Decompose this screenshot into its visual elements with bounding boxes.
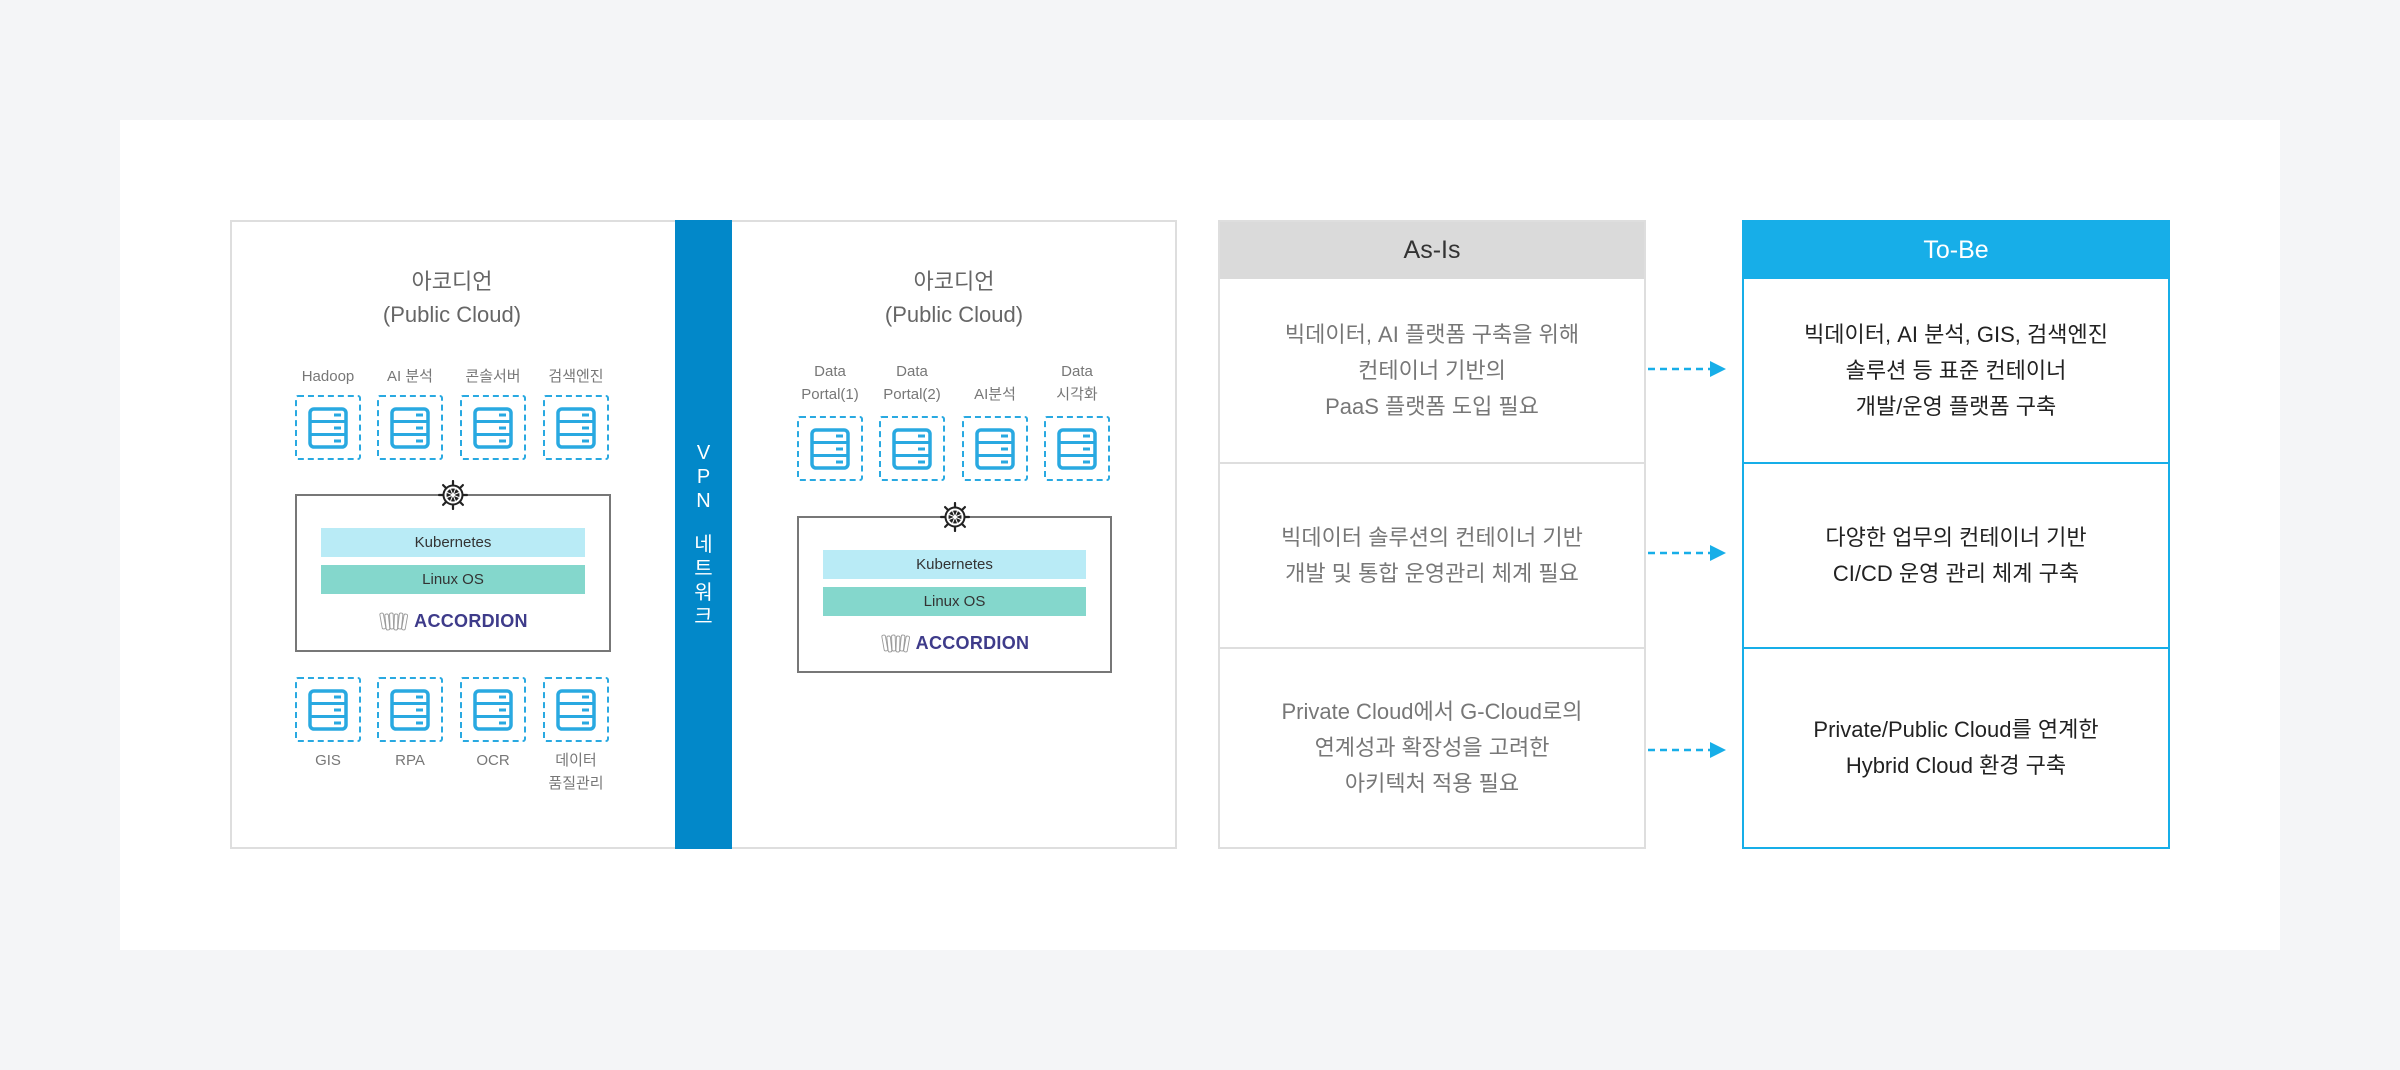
right-cluster-title-line2: (Public Cloud): [884, 302, 1024, 327]
as-is-row: 빅데이터, AI 플랫폼 구축을 위해 컨테이너 기반의 PaaS 플랫폼 도입…: [1284, 321, 1580, 419]
server-node-portal-1: [797, 416, 863, 481]
right-cluster-title: 아코디언 (Public Cloud): [784, 265, 1124, 331]
accordion-brand: ACCORDION: [414, 610, 528, 631]
to-be-row: 다양한 업무의 컨테이너 기반 CI/CD 운영 관리 체계 구축: [1744, 462, 2168, 647]
server-label: 데이터 품질관리: [536, 749, 616, 795]
server-node-rpa: [377, 677, 443, 742]
left-platform-box: Kubernetes Linux OS ACCORDION: [295, 494, 611, 652]
kubernetes-layer: Kubernetes: [823, 550, 1086, 579]
server-icon: [390, 688, 430, 731]
server-node-console: [460, 395, 526, 460]
server-label: 콘솔서버: [465, 368, 521, 385]
server-icon: [473, 688, 513, 731]
server-label: Data Portal(2): [872, 360, 952, 406]
server-label: AI분석: [955, 360, 1035, 406]
arrow-right-icon: [1648, 361, 1726, 377]
server-label-line1: Data: [814, 363, 846, 380]
left-cluster-title-line2: (Public Cloud): [382, 302, 522, 327]
to-be-row: Private/Public Cloud를 연계한 Hybrid Cloud 환…: [1744, 647, 2168, 847]
server-icon: [390, 406, 430, 449]
right-platform-box: Kubernetes Linux OS ACCORDION: [797, 516, 1112, 673]
server-node-hadoop: [295, 395, 361, 460]
left-cluster-title: 아코디언 (Public Cloud): [282, 265, 622, 331]
server-node-search: [543, 395, 609, 460]
server-label-line1: Data: [896, 363, 928, 380]
server-icon: [473, 406, 513, 449]
linux-os-layer: Linux OS: [321, 565, 585, 594]
server-icon: [892, 427, 932, 470]
accordion-logo: ACCORDION: [799, 632, 1110, 654]
helm-wheel-icon: [940, 502, 970, 532]
server-icon: [308, 688, 348, 731]
server-label: Data 시각화: [1037, 360, 1117, 406]
server-icon: [975, 427, 1015, 470]
server-label-line2: Portal(2): [883, 386, 941, 403]
server-label-line2: Portal(1): [801, 386, 859, 403]
server-label: AI 분석: [387, 368, 433, 385]
server-node-ai: [377, 395, 443, 460]
server-icon: [556, 688, 596, 731]
server-icon: [1057, 427, 1097, 470]
accordion-icon: [379, 612, 409, 631]
server-label-line1: 데이터: [555, 752, 597, 769]
server-icon: [308, 406, 348, 449]
server-label: GIS: [315, 752, 341, 769]
right-cluster-title-line1: 아코디언: [913, 269, 995, 294]
server-label: OCR: [476, 752, 510, 769]
as-is-table: As-Is 빅데이터, AI 플랫폼 구축을 위해 컨테이너 기반의 PaaS …: [1218, 220, 1646, 849]
server-node-gis: [295, 677, 361, 742]
server-label: 검색엔진: [548, 368, 604, 385]
server-label-line2: AI분석: [974, 386, 1016, 403]
server-node-portal-2: [879, 416, 945, 481]
as-is-header: As-Is: [1220, 222, 1644, 279]
server-icon: [810, 427, 850, 470]
server-node-visualization: [1044, 416, 1110, 481]
server-label: RPA: [395, 752, 425, 769]
arrow-right-icon: [1648, 742, 1726, 758]
server-icon: [556, 406, 596, 449]
server-label-line1: Data: [1061, 363, 1093, 380]
as-is-row: 빅데이터 솔루션의 컨테이너 기반 개발 및 통합 운영관리 체계 필요: [1220, 462, 1644, 647]
server-node-ai: [962, 416, 1028, 481]
left-cluster-title-line1: 아코디언: [411, 269, 493, 294]
arrow-right-icon: [1648, 545, 1726, 561]
accordion-logo: ACCORDION: [297, 610, 609, 632]
server-label-line1: [955, 360, 1035, 383]
accordion-icon: [881, 634, 910, 653]
linux-os-layer: Linux OS: [823, 587, 1086, 616]
server-node-data-quality: [543, 677, 609, 742]
to-be-header: To-Be: [1744, 222, 2168, 279]
server-label: Data Portal(1): [790, 360, 870, 406]
accordion-brand: ACCORDION: [915, 632, 1030, 653]
server-node-ocr: [460, 677, 526, 742]
to-be-row: 빅데이터, AI 분석, GIS, 검색엔진 솔루션 등 표준 컨테이너 개발/…: [1804, 321, 2108, 419]
kubernetes-layer: Kubernetes: [321, 528, 585, 557]
server-label-line2: 품질관리: [548, 775, 604, 792]
to-be-table: To-Be 빅데이터, AI 분석, GIS, 검색엔진 솔루션 등 표준 컨테…: [1742, 220, 2170, 849]
server-label-line2: 시각화: [1056, 386, 1098, 403]
helm-wheel-icon: [438, 480, 468, 510]
server-label: Hadoop: [301, 368, 355, 385]
as-is-row: Private Cloud에서 G-Cloud로의 연계성과 확장성을 고려한 …: [1220, 647, 1644, 847]
